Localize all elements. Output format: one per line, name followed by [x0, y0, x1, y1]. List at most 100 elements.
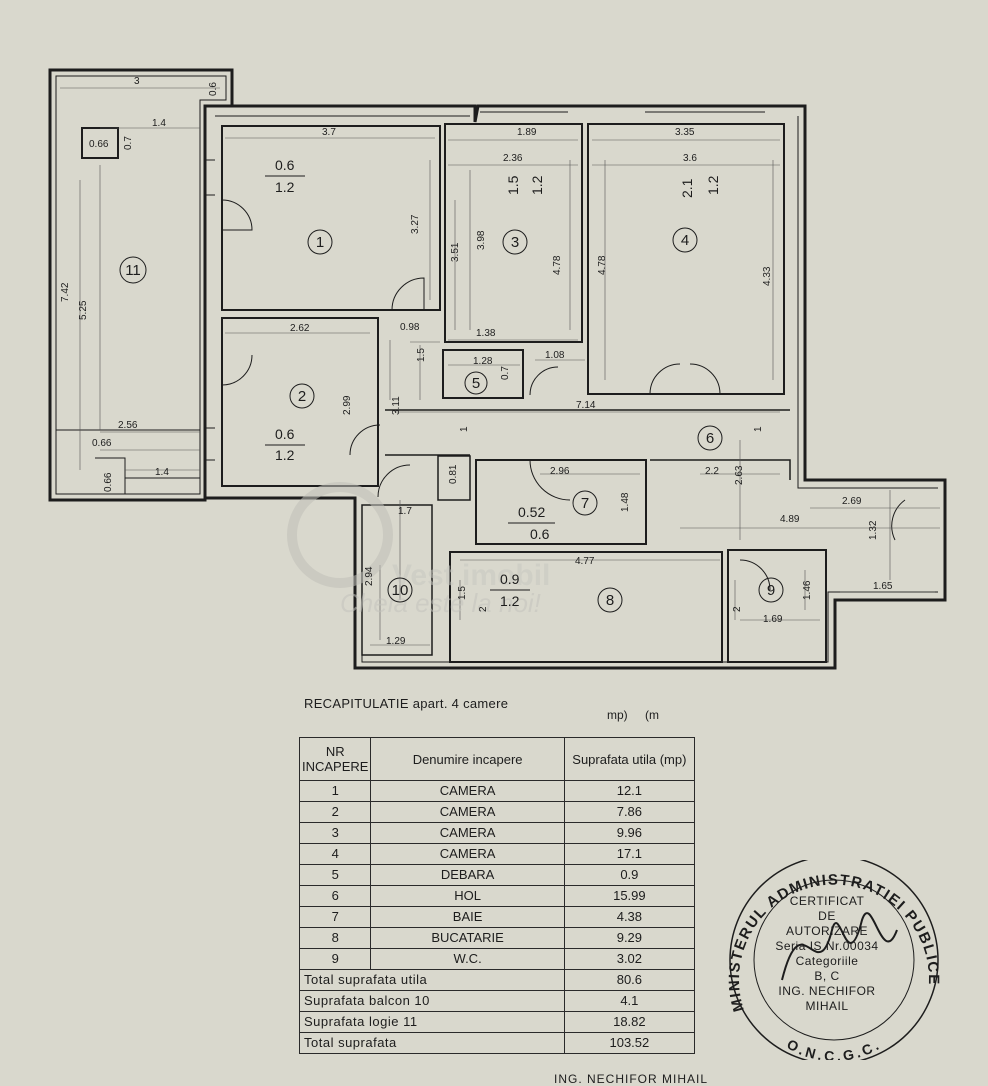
- dim-label: 2.63: [734, 465, 745, 485]
- door-room-5: [529, 366, 559, 396]
- dim-label: 1.38: [476, 328, 496, 339]
- dim-label: 1.08: [545, 350, 565, 361]
- dim-label: 1.48: [620, 492, 631, 512]
- cell-nr: 3: [298, 822, 372, 844]
- table-header-row: NR INCAPERE Denumire incapere Suprafata …: [298, 737, 696, 781]
- window-room-1: [205, 159, 215, 196]
- total-label: Total suprafata: [299, 1032, 565, 1054]
- authorization-stamp: MINISTERUL ADMINISTRATIEI PUBLICE O.N.C.…: [726, 860, 941, 1060]
- dim-label: 4.33: [762, 266, 773, 286]
- dim-label: 5.25: [78, 300, 89, 320]
- dim-label: 1.32: [868, 520, 879, 540]
- dim-label: 1.89: [517, 127, 537, 138]
- room-4-outline: [587, 123, 785, 395]
- dimension-lines: [60, 87, 940, 646]
- apartment-outer-wall: [205, 104, 947, 670]
- dim-label: 1.46: [802, 580, 813, 600]
- cell-area: 7.86: [563, 801, 696, 823]
- hall-6-walls: [385, 409, 791, 480]
- total-value: 4.1: [563, 990, 696, 1012]
- cell-name: CAMERA: [370, 780, 565, 802]
- dim-label: 0.98: [400, 322, 420, 333]
- dim-label: 4.78: [597, 255, 608, 275]
- footer-engineer-name: ING. NECHIFOR MIHAIL: [554, 1072, 709, 1086]
- door-entrance: [891, 499, 906, 541]
- room-1-number: 1: [316, 234, 324, 251]
- door-balcony: [377, 464, 411, 498]
- room-7-window-width: 0.52: [518, 504, 545, 520]
- stamp-line: CERTIFICAT: [789, 894, 865, 908]
- room-1-window-height: 1.2: [275, 179, 295, 195]
- dim-label: 0.66: [103, 472, 114, 492]
- cell-name: CAMERA: [370, 843, 565, 865]
- total-value: 18.82: [563, 1011, 696, 1033]
- room-2-number: 2: [298, 388, 306, 405]
- door-hall-top: [391, 277, 425, 311]
- dim-label: 1.69: [763, 614, 783, 625]
- cell-nr: 4: [298, 843, 372, 865]
- stamp-line: Categoriile: [795, 954, 859, 968]
- window-room-3: [480, 105, 568, 113]
- total-value: 80.6: [563, 969, 696, 991]
- watermark-logo-icon: [287, 482, 393, 588]
- room-8-window-height: 1.2: [500, 593, 520, 609]
- cell-area: 3.02: [563, 948, 696, 970]
- cell-nr: 8: [298, 927, 372, 949]
- window-room-2: [205, 427, 215, 461]
- recap-units: mp) (m: [607, 708, 659, 722]
- cell-area: 12.1: [563, 780, 696, 802]
- dim-label: 2.36: [503, 153, 523, 164]
- dim-label: 4.78: [552, 255, 563, 275]
- room-3-window-height: 1.2: [529, 175, 545, 195]
- watermark-brand: Vest imobil: [392, 559, 550, 592]
- room-7-window-height: 0.6: [530, 526, 550, 542]
- total-label: Suprafata logie 11: [299, 1011, 565, 1033]
- room-2-window-height: 1.2: [275, 447, 295, 463]
- dim-label: 2.56: [118, 420, 138, 431]
- room-3-number: 3: [511, 234, 519, 251]
- room-7-outline: [475, 459, 647, 545]
- door-room-1: [221, 199, 253, 231]
- window-room-4: [645, 105, 765, 113]
- cell-area: 17.1: [563, 843, 696, 865]
- room-6-number: 6: [706, 430, 714, 447]
- dim-label: 3.98: [476, 230, 487, 250]
- total-label: Total suprafata utila: [299, 969, 565, 991]
- signature: [781, 912, 898, 981]
- stamp-line: Seria IS Nr.00034: [775, 939, 879, 953]
- room-4-number: 4: [681, 232, 689, 249]
- dim-label: 2.96: [550, 466, 570, 477]
- dim-label: 7.14: [576, 400, 596, 411]
- room-7-number: 7: [581, 495, 589, 512]
- logie-lower-ledge: [56, 429, 200, 494]
- logie-wall: [48, 68, 234, 502]
- dim-label: 1.29: [386, 636, 406, 647]
- cell-name: CAMERA: [370, 822, 565, 844]
- cell-area: 15.99: [563, 885, 696, 907]
- total-label: Suprafata balcon 10: [299, 990, 565, 1012]
- dim-label: 1.4: [155, 467, 169, 478]
- dim-label: 2.2: [705, 466, 719, 477]
- stamp-center-text: CERTIFICAT DE AUTORIZARE Seria IS Nr.000…: [742, 894, 912, 1014]
- room-4-window-height: 1.2: [705, 175, 721, 195]
- dim-label: 3.27: [410, 214, 421, 234]
- watermark-slogan: Cheia este la noi!: [340, 588, 541, 618]
- room-11-number: 11: [125, 262, 141, 279]
- dim-label: 4.77: [575, 556, 595, 567]
- logie-inner-wall: [55, 75, 227, 495]
- room-numbers: [119, 227, 784, 613]
- cell-name: CAMERA: [370, 801, 565, 823]
- room-5-outline: [442, 349, 524, 399]
- dim-label: 2.99: [342, 395, 353, 415]
- dim-label: 3.7: [322, 127, 336, 138]
- dim-label: 0.66: [92, 438, 112, 449]
- stamp-line: DE: [818, 909, 836, 923]
